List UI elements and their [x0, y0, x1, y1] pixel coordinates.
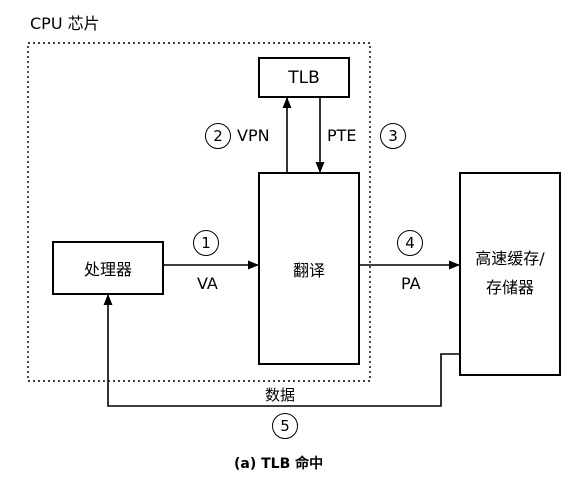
va-label: VA [197, 274, 218, 293]
tlb-box-label: TLB [288, 67, 320, 88]
pte-label: PTE [327, 126, 357, 145]
step-4-circle: 4 [397, 230, 423, 256]
translate-box: 翻译 [258, 172, 360, 365]
cache-memory-label-line2: 存储器 [485, 278, 534, 297]
cpu-chip-label: CPU 芯片 [30, 14, 100, 33]
data-label: 数据 [265, 386, 296, 404]
pa-label: PA [401, 274, 421, 293]
cpu-chip-boundary [27, 42, 371, 382]
cache-memory-box: 高速缓存/ 存储器 [459, 172, 561, 376]
step-2-circle: 2 [205, 123, 231, 149]
tlb-box: TLB [258, 57, 350, 98]
step-5-circle: 5 [272, 413, 298, 439]
translate-box-label: 翻译 [292, 260, 325, 280]
vpn-label: VPN [237, 126, 270, 145]
figure-caption: (a) TLB 命中 [234, 456, 324, 472]
cache-memory-label-line1: 高速缓存/ [475, 249, 545, 269]
processor-box-label: 处理器 [83, 260, 132, 279]
processor-box: 处理器 [52, 241, 164, 295]
step-1-circle: 1 [193, 230, 219, 256]
data-return-arrow [103, 293, 461, 407]
step-3-circle: 3 [380, 123, 406, 149]
